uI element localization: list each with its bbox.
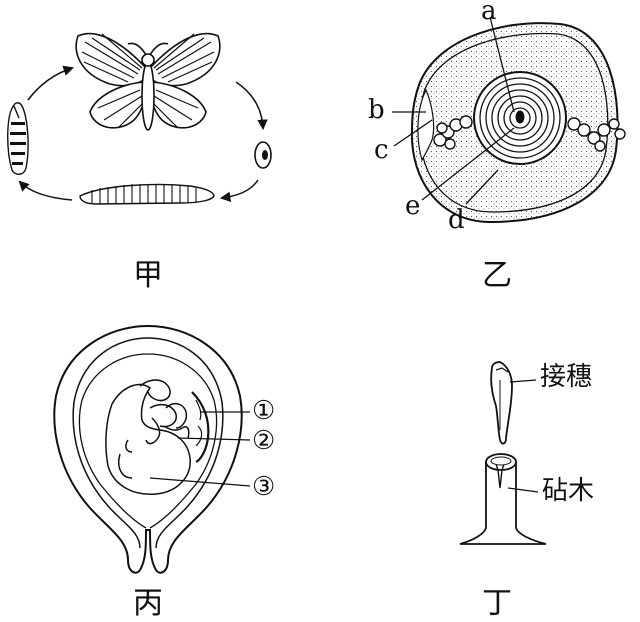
- caption-ding: 丁: [482, 578, 512, 622]
- caption-jia: 甲: [133, 250, 163, 294]
- label-3: ③: [252, 474, 275, 500]
- label-d: d: [448, 207, 465, 233]
- label-2: ②: [252, 428, 275, 454]
- pupa: [8, 103, 28, 174]
- label-a: a: [481, 0, 497, 24]
- label-1: ①: [252, 398, 275, 424]
- adult-butterfly: [76, 34, 220, 130]
- label-c: c: [374, 137, 389, 163]
- label-e: e: [405, 193, 420, 219]
- egg: [255, 142, 271, 168]
- fetus-in-uterus-diagram: [54, 326, 250, 573]
- grafting-diagram: [460, 362, 546, 544]
- label-rootstock: 砧木: [542, 478, 594, 504]
- label-scion: 接穗: [540, 364, 592, 390]
- bird-egg-diagram: [392, 17, 625, 222]
- caption-bing: 丙: [133, 578, 163, 622]
- label-b: b: [368, 97, 385, 123]
- life-cycle-diagram: [8, 34, 271, 204]
- caption-yi: 乙: [482, 250, 512, 294]
- larva: [80, 184, 214, 204]
